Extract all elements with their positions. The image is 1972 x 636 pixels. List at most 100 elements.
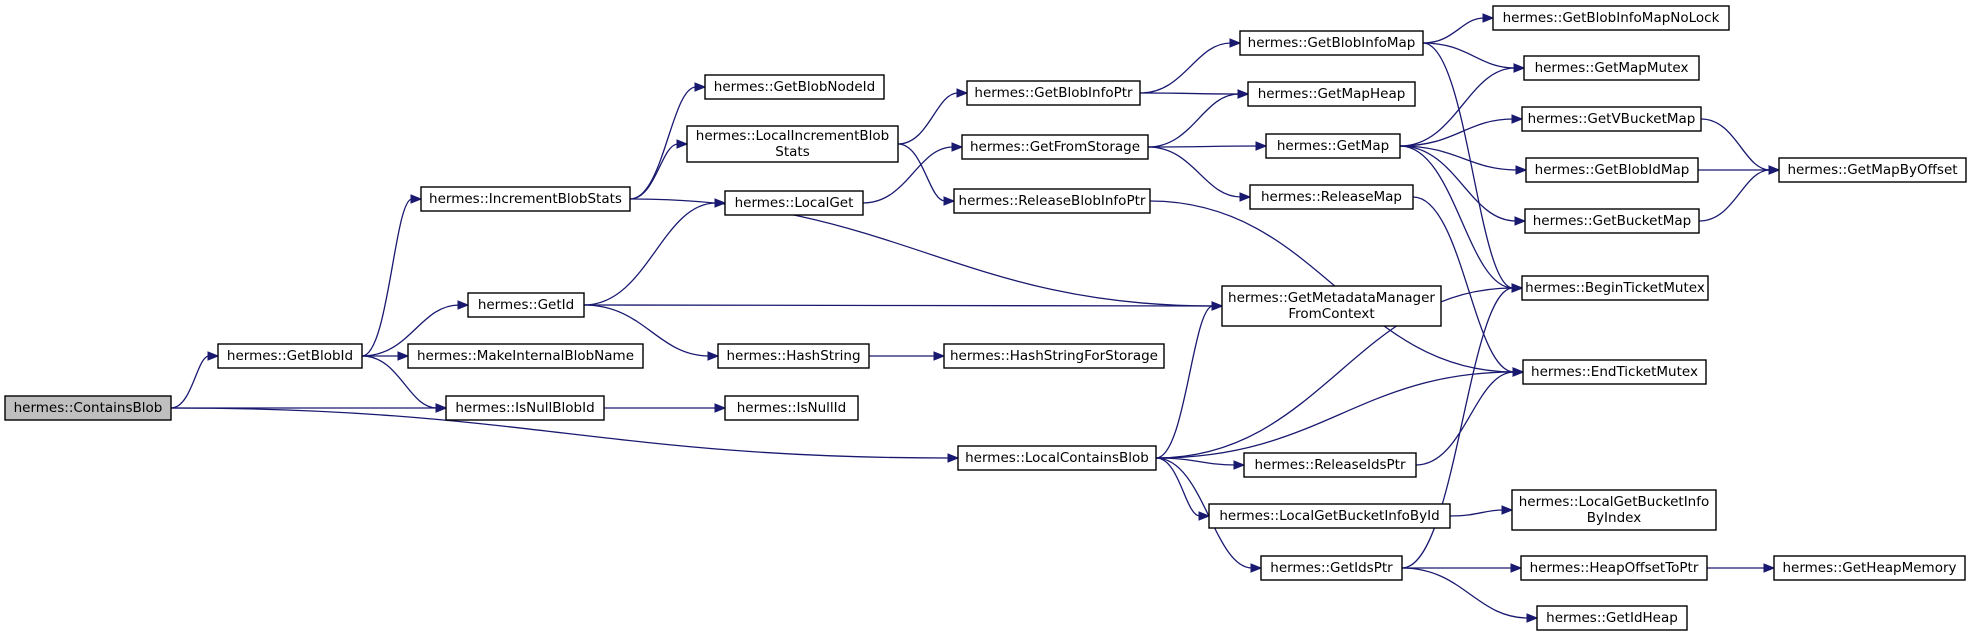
node-get-blob-id[interactable]: hermes::GetBlobId (217, 343, 363, 369)
node-get-bucket-map[interactable]: hermes::GetBucketMap (1524, 208, 1700, 234)
arrowhead (1763, 563, 1776, 573)
node-box (1520, 555, 1708, 581)
arrowhead (676, 139, 689, 149)
node-increment-blob-stats[interactable]: hermes::IncrementBlobStats (420, 186, 631, 212)
edge-line (1155, 457, 1201, 517)
node-get-heap-memory[interactable]: hermes::GetHeapMemory (1773, 555, 1966, 581)
edge-get-blob-info-map-to-begin-ticket-mutex (1422, 42, 1524, 293)
edge-local-contains-blob-to-get-ids-ptr (1155, 457, 1263, 573)
node-box (445, 395, 605, 421)
edge-increment-blob-stats-to-local-increment-blob-stats (629, 139, 689, 200)
edge-line (862, 146, 954, 204)
node-box (1221, 285, 1442, 327)
node-label: hermes::GetMap (1277, 138, 1389, 154)
edge-line (1412, 196, 1515, 373)
node-label: hermes::GetBlobInfoPtr (974, 85, 1133, 101)
node-get-id-heap[interactable]: hermes::GetIdHeap (1536, 605, 1688, 631)
node-get-map-heap[interactable]: hermes::GetMapHeap (1247, 81, 1416, 107)
node-local-get[interactable]: hermes::LocalGet (724, 190, 864, 216)
edge-get-v-bucket-map-to-get-map-by-offset (1700, 118, 1781, 175)
edge-line (1698, 169, 1771, 222)
node-label: hermes::HashString (726, 348, 860, 364)
arrowhead (207, 351, 220, 361)
node-is-null-id[interactable]: hermes::IsNullId (724, 395, 859, 421)
node-begin-ticket-mutex[interactable]: hermes::BeginTicketMutex (1521, 275, 1709, 301)
node-label: hermes::ReleaseBlobInfoPtr (959, 193, 1146, 209)
node-contains-blob[interactable]: hermes::ContainsBlob (4, 395, 172, 421)
node-hash-string[interactable]: hermes::HashString (717, 343, 870, 369)
node-get-map-mutex[interactable]: hermes::GetMapMutex (1523, 55, 1700, 81)
node-label: hermes::MakeInternalBlobName (417, 348, 634, 364)
edge-line (1399, 67, 1516, 147)
edge-line (1401, 287, 1514, 569)
arrowhead (457, 300, 470, 310)
node-get-v-bucket-map[interactable]: hermes::GetVBucketMap (1521, 106, 1702, 132)
node-get-blob-info-ptr[interactable]: hermes::GetBlobInfoPtr (966, 80, 1141, 106)
node-make-internal-blob-name[interactable]: hermes::MakeInternalBlobName (407, 343, 644, 369)
node-get-blob-info-map[interactable]: hermes::GetBlobInfoMap (1239, 30, 1424, 56)
node-get-blob-node-id[interactable]: hermes::GetBlobNodeId (704, 74, 885, 100)
edge-get-ids-ptr-to-get-id-heap (1401, 567, 1539, 623)
node-hash-string-for-storage[interactable]: hermes::HashStringForStorage (943, 343, 1165, 369)
node-get-from-storage[interactable]: hermes::GetFromStorage (961, 134, 1149, 160)
arrowhead (1239, 192, 1252, 202)
node-box (1243, 452, 1417, 478)
edge-line (1401, 567, 1529, 619)
node-is-null-blob-id[interactable]: hermes::IsNullBlobId (445, 395, 605, 421)
node-release-map[interactable]: hermes::ReleaseMap (1249, 184, 1414, 210)
edge-line (1155, 371, 1515, 459)
arrowhead (933, 351, 946, 361)
edge-release-ids-ptr-to-end-ticket-mutex (1415, 367, 1525, 466)
node-get-map-by-offset[interactable]: hermes::GetMapByOffset (1778, 157, 1967, 183)
node-local-get-bucket-info-by-id[interactable]: hermes::LocalGetBucketInfoById (1208, 503, 1451, 529)
node-box (1523, 55, 1700, 81)
node-heap-offset-to-ptr[interactable]: hermes::HeapOffsetToPtr (1520, 555, 1708, 581)
edge-get-ids-ptr-to-begin-ticket-mutex (1401, 283, 1524, 569)
node-get-ids-ptr[interactable]: hermes::GetIdsPtr (1260, 555, 1403, 581)
node-box (1492, 5, 1730, 31)
edge-line (1449, 509, 1504, 517)
edge-line (1422, 42, 1516, 69)
node-label: hermes::HashStringForStorage (950, 348, 1158, 364)
arrowhead (1511, 114, 1524, 124)
edge-line (1155, 305, 1214, 459)
node-box (686, 125, 899, 163)
node-get-blob-info-map-no-lock[interactable]: hermes::GetBlobInfoMapNoLock (1492, 5, 1730, 31)
edge-contains-blob-to-local-contains-blob (170, 407, 960, 463)
node-release-blob-info-ptr[interactable]: hermes::ReleaseBlobInfoPtr (953, 188, 1151, 214)
node-box (717, 343, 870, 369)
node-label: hermes::GetId (478, 297, 574, 313)
edge-line (583, 304, 710, 357)
node-get-blob-id-map[interactable]: hermes::GetBlobIdMap (1525, 157, 1699, 183)
edge-line (1139, 42, 1232, 94)
edge-hash-string-to-hash-string-for-storage (869, 351, 946, 361)
node-box (1260, 555, 1403, 581)
node-box (420, 186, 631, 212)
arrowhead (1237, 89, 1250, 99)
node-local-contains-blob[interactable]: hermes::LocalContainsBlob (957, 445, 1157, 471)
node-label: hermes::HeapOffsetToPtr (1530, 560, 1699, 576)
edge-local-contains-blob-to-end-ticket-mutex (1155, 367, 1525, 459)
node-get-map[interactable]: hermes::GetMap (1265, 133, 1401, 159)
node-box (724, 395, 859, 421)
node-box (407, 343, 644, 369)
edge-line (583, 202, 717, 306)
arrowhead (714, 403, 727, 413)
arrowhead (1510, 563, 1523, 573)
arrowhead (1511, 283, 1524, 293)
node-end-ticket-mutex[interactable]: hermes::EndTicketMutex (1522, 359, 1707, 385)
node-box (1265, 133, 1401, 159)
node-release-ids-ptr[interactable]: hermes::ReleaseIdsPtr (1243, 452, 1417, 478)
node-get-id[interactable]: hermes::GetId (467, 292, 585, 318)
edge-local-contains-blob-to-release-ids-ptr (1155, 457, 1246, 470)
node-label: hermes::GetMapHeap (1258, 86, 1406, 102)
node-box (467, 292, 585, 318)
edge-get-id-to-local-get (583, 198, 727, 306)
edge-line (1139, 92, 1240, 95)
node-box (953, 188, 1151, 214)
edge-local-get-to-get-from-storage (862, 142, 964, 204)
